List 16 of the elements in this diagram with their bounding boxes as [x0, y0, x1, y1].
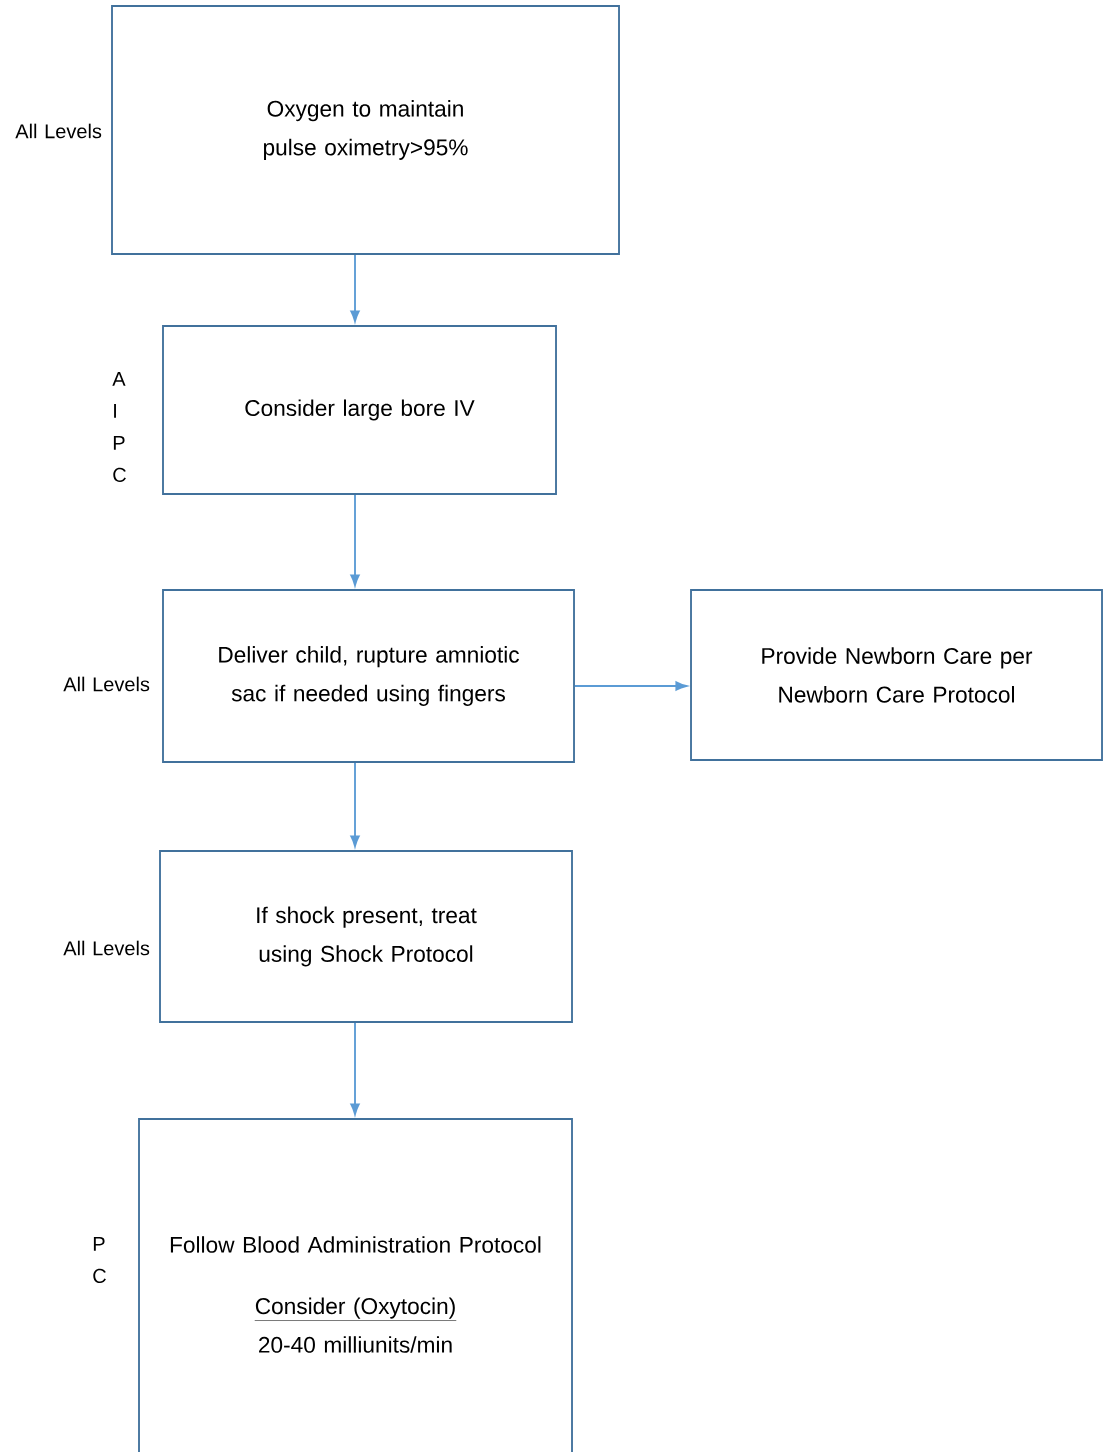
level-label: All Levels [63, 940, 150, 956]
process-box: Provide Newborn Care per Newborn Care Protocol [690, 589, 1103, 761]
process-box: Oxygen to maintain pulse oximetry>95% [111, 5, 620, 255]
level-label: All Levels [63, 676, 150, 692]
process-box: Consider large bore IV [162, 325, 557, 495]
arrow [350, 762, 360, 848]
arrow [574, 681, 688, 691]
level-label: A I P C [112, 372, 126, 482]
level-label: All Levels [15, 123, 102, 139]
process-box: If shock present, treat using Shock Protocol [159, 850, 573, 1023]
arrow [350, 1022, 360, 1116]
process-box: Follow Blood Administration Protocol Consider (Oxytocin) 20-40 milliunits/min [138, 1118, 573, 1452]
level-label: P C [93, 1237, 106, 1283]
process-box: Deliver child, rupture amniotic sac if needed using fingers [162, 589, 575, 763]
arrow [350, 254, 360, 323]
arrow [350, 494, 360, 587]
